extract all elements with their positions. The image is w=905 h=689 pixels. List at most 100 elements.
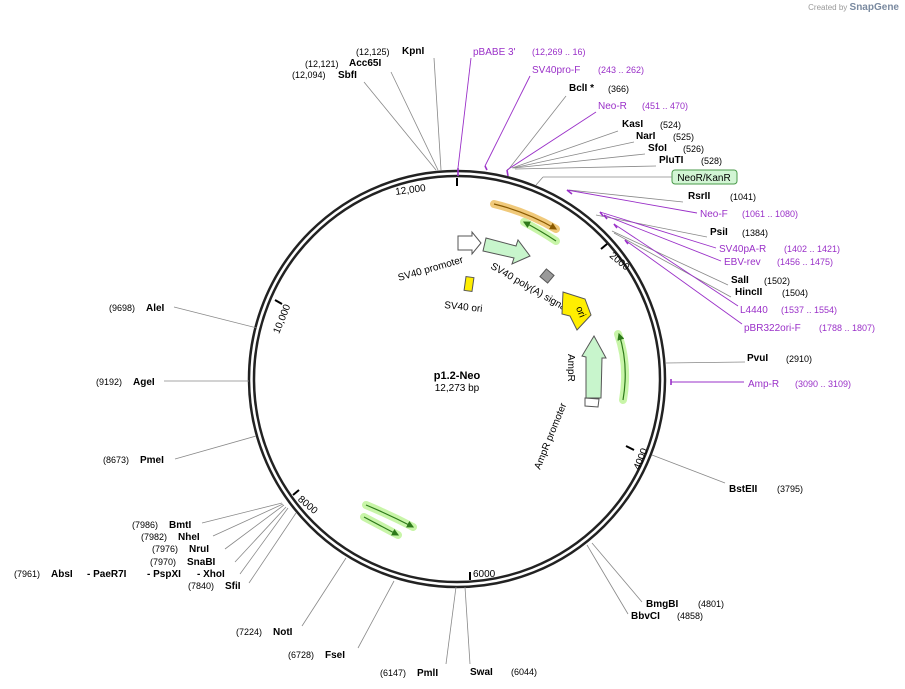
site-name: SfiI bbox=[225, 581, 241, 592]
site-name: SbfI bbox=[338, 70, 357, 81]
site-pos: (12,121) bbox=[305, 59, 339, 69]
site-pos: (525) bbox=[673, 132, 694, 142]
site-name: PluTI bbox=[659, 155, 684, 166]
tick-marks bbox=[274, 178, 635, 580]
site-sfii[interactable]: (7840) SfiI bbox=[188, 581, 241, 592]
site-fsei[interactable]: (6728) FseI bbox=[288, 650, 345, 661]
primer-neo-f[interactable]: Neo-F (1061 .. 1080) bbox=[700, 209, 798, 220]
site-sfoi[interactable]: SfoI (526) bbox=[648, 143, 704, 154]
site-alei[interactable]: (9698) AleI bbox=[109, 303, 165, 314]
site-pos: (4801) bbox=[698, 599, 724, 609]
ampr-promoter-label: AmpR promoter bbox=[533, 401, 570, 471]
sv40-polya-arrow[interactable] bbox=[482, 237, 531, 265]
site-name: SwaI bbox=[470, 667, 493, 678]
primer-range: (1061 .. 1080) bbox=[742, 209, 798, 219]
site-bmgbi[interactable]: BmgBI (4801) bbox=[646, 599, 724, 610]
site-nhei[interactable]: (7982) NheI bbox=[141, 532, 200, 543]
site-name: Acc65I bbox=[349, 58, 381, 69]
site-nari[interactable]: NarI (525) bbox=[636, 131, 694, 142]
site-name: KasI bbox=[622, 119, 643, 130]
site-absi-group[interactable]: (7961) AbsI - PaeR7I - PspXI - XhoI bbox=[14, 569, 225, 580]
site-name: PsiI bbox=[710, 227, 728, 238]
primer-name: L4440 bbox=[740, 305, 768, 316]
site-pos: (2910) bbox=[786, 354, 812, 364]
site-pos: (528) bbox=[701, 156, 722, 166]
neor-kanr-label: NeoR/KanR bbox=[677, 173, 730, 184]
primer-pbabe3[interactable]: pBABE 3' (12,269 .. 16) bbox=[473, 47, 586, 58]
primer-sv40pro-f[interactable]: SV40pro-F (243 .. 262) bbox=[532, 65, 644, 76]
sv40-polya-small-box[interactable] bbox=[539, 268, 555, 284]
tick-label-10000: 10,000 bbox=[272, 303, 294, 336]
neor-orange-line bbox=[493, 203, 558, 230]
site-sbfi[interactable]: (12,094) SbfI bbox=[292, 70, 357, 81]
tick-label-6000: 6000 bbox=[473, 569, 496, 580]
site-agei[interactable]: (9192) AgeI bbox=[96, 377, 155, 388]
sv40-ori-box[interactable] bbox=[463, 275, 475, 293]
site-pluti[interactable]: PluTI (528) bbox=[659, 155, 722, 166]
site-bbvci[interactable]: BbvCI (4858) bbox=[631, 611, 703, 622]
site-kpni[interactable]: (12,125) KpnI bbox=[356, 46, 424, 57]
primer-neo-r[interactable]: Neo-R (451 .. 470) bbox=[598, 101, 688, 112]
site-bsteii[interactable]: BstEII (3795) bbox=[729, 484, 803, 495]
primer-range: (1402 .. 1421) bbox=[784, 244, 840, 254]
ampr-promoter-arrow[interactable] bbox=[584, 397, 600, 408]
site-pos: (3795) bbox=[777, 484, 803, 494]
primer-l4440[interactable]: L4440 (1537 .. 1554) bbox=[740, 305, 837, 316]
primer-name: Neo-F bbox=[700, 209, 728, 220]
site-hincii[interactable]: HincII (1504) bbox=[735, 287, 808, 298]
site-pos: (7970) bbox=[150, 557, 176, 567]
primer-range: (3090 .. 3109) bbox=[795, 379, 851, 389]
site-name: KpnI bbox=[402, 46, 424, 57]
site-rsrii[interactable]: RsrII (1041) bbox=[688, 191, 756, 202]
sv40-promoter-label: SV40 promoter bbox=[397, 255, 465, 284]
site-pos: (526) bbox=[683, 144, 704, 154]
ampr-arrow[interactable] bbox=[581, 334, 607, 399]
primer-range: (1537 .. 1554) bbox=[781, 305, 837, 315]
inner-green-line-2 bbox=[617, 332, 626, 401]
credit-brand: SnapGene bbox=[849, 2, 899, 13]
ori-label: ori bbox=[573, 305, 587, 319]
site-pos: (12,094) bbox=[292, 70, 326, 80]
primer-sv40pa-r[interactable]: SV40pA-R (1402 .. 1421) bbox=[719, 244, 840, 255]
tick-labels: 12,000 2000 4000 6000 8000 10,000 bbox=[272, 183, 651, 580]
site-pmli[interactable]: (6147) PmlI bbox=[380, 668, 438, 679]
site-pos: (1502) bbox=[764, 276, 790, 286]
ori-arrow[interactable] bbox=[561, 291, 592, 331]
site-name: NheI bbox=[178, 532, 200, 543]
primer-amp-r[interactable]: Amp-R (3090 .. 3109) bbox=[748, 379, 851, 390]
backbone-inner bbox=[252, 174, 662, 584]
primer-name: Amp-R bbox=[748, 379, 779, 390]
sv40-polya-label: SV40 poly(A) signal bbox=[489, 261, 571, 314]
primer-labels: pBABE 3' (12,269 .. 16) SV40pro-F (243 .… bbox=[473, 47, 875, 390]
primer-range: (1456 .. 1475) bbox=[777, 257, 833, 267]
site-sali[interactable]: SalI (1502) bbox=[731, 275, 790, 286]
primer-pbr322ori-f[interactable]: pBR322ori-F (1788 .. 1807) bbox=[744, 323, 875, 334]
site-name: RsrII bbox=[688, 191, 710, 202]
site-bmti[interactable]: (7986) BmtI bbox=[132, 520, 191, 531]
site-acc65i[interactable]: (12,121) Acc65I bbox=[305, 58, 381, 69]
site-name: SfoI bbox=[648, 143, 667, 154]
site-bcli[interactable]: BclI * (366) bbox=[569, 83, 629, 94]
site-psii[interactable]: PsiI (1384) bbox=[710, 227, 768, 238]
site-swai[interactable]: SwaI (6044) bbox=[470, 667, 537, 678]
site-noti[interactable]: (7224) NotI bbox=[236, 627, 293, 638]
site-pvui[interactable]: PvuI (2910) bbox=[747, 353, 812, 364]
site-name: AgeI bbox=[133, 377, 155, 388]
primer-name: EBV-rev bbox=[724, 257, 761, 268]
site-pos: (7224) bbox=[236, 627, 262, 637]
site-name: PvuI bbox=[747, 353, 768, 364]
site-pmei[interactable]: (8673) PmeI bbox=[103, 455, 164, 466]
site-snabi[interactable]: (7970) SnaBI bbox=[150, 557, 216, 568]
tick-label-12000: 12,000 bbox=[395, 183, 427, 198]
site-name: AbsI bbox=[51, 569, 73, 580]
primer-range: (1788 .. 1807) bbox=[819, 323, 875, 333]
sv40-promoter-arrow[interactable] bbox=[457, 230, 482, 256]
site-pos: (12,125) bbox=[356, 47, 390, 57]
primer-ebv-rev[interactable]: EBV-rev (1456 .. 1475) bbox=[724, 257, 833, 268]
site-pos: (7961) bbox=[14, 569, 40, 579]
ampr-label: AmpR bbox=[565, 354, 576, 382]
site-nrui[interactable]: (7976) NruI bbox=[152, 544, 209, 555]
site-kasi[interactable]: KasI (524) bbox=[622, 119, 681, 130]
inner-green-line-1 bbox=[522, 221, 557, 242]
